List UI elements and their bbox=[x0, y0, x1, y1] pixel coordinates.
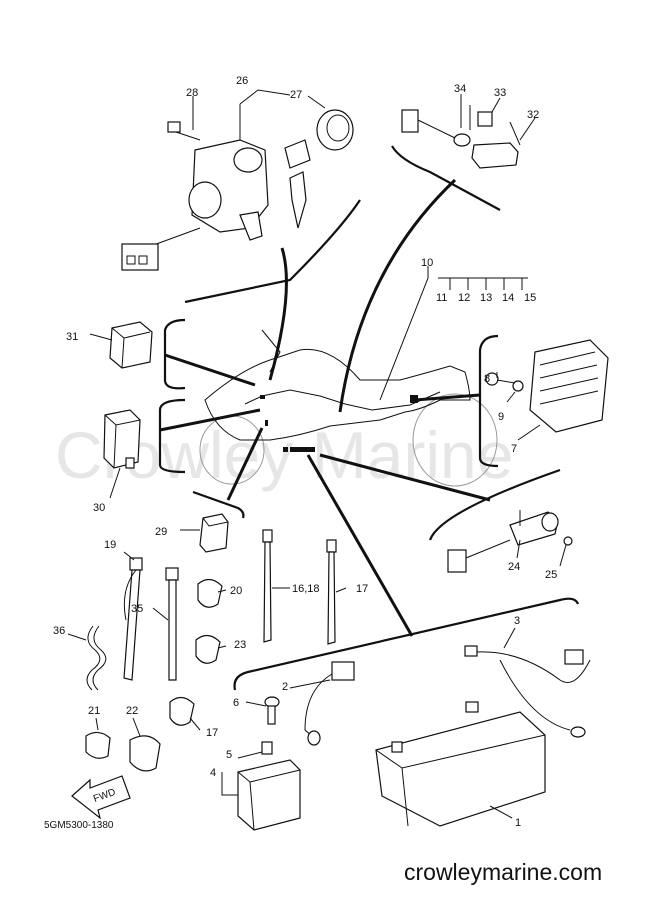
leader-line-29 bbox=[226, 427, 264, 501]
callout-6: 6 bbox=[233, 697, 239, 709]
callout-12: 12 bbox=[458, 292, 470, 304]
band-19 bbox=[123, 557, 143, 681]
callout-28: 28 bbox=[186, 87, 198, 99]
battery bbox=[375, 701, 546, 827]
callout-36: 36 bbox=[53, 625, 65, 637]
section-cut-top-right bbox=[391, 145, 501, 211]
clamp-23 bbox=[195, 634, 221, 664]
callout-13: 13 bbox=[480, 292, 492, 304]
relay-29 bbox=[199, 513, 229, 553]
section-cut-left-lower bbox=[158, 398, 186, 474]
callout-25: 25 bbox=[545, 569, 557, 581]
section-cut-top-left bbox=[184, 199, 361, 304]
leader-line-30 bbox=[159, 408, 261, 432]
callout-27: 27 bbox=[290, 89, 302, 101]
callout-4: 4 bbox=[210, 767, 216, 779]
callout-5: 5 bbox=[226, 749, 232, 761]
leader-line-31 bbox=[164, 353, 256, 387]
cable-tie-16-18 bbox=[262, 529, 273, 643]
callout-32: 32 bbox=[527, 109, 539, 121]
leader-line-relay-right bbox=[338, 178, 457, 413]
callout-2: 2 bbox=[282, 681, 288, 693]
callout-17-upper: 17 bbox=[356, 583, 368, 595]
callout-33: 33 bbox=[494, 87, 506, 99]
callout-lines bbox=[67, 94, 567, 819]
main-switch-assembly bbox=[121, 89, 354, 271]
callout-10: 10 bbox=[421, 257, 433, 269]
callout-1: 1 bbox=[515, 817, 521, 829]
callout-9: 9 bbox=[498, 411, 504, 423]
clamp-17 bbox=[169, 696, 195, 726]
callout-15: 15 bbox=[524, 292, 536, 304]
callout-22: 22 bbox=[126, 705, 138, 717]
callout-26: 26 bbox=[236, 75, 248, 87]
callout-11: 11 bbox=[436, 292, 447, 304]
callout-30: 30 bbox=[93, 502, 105, 514]
sensor-assembly bbox=[447, 510, 573, 573]
diagram-code: 5GM5300-1380 bbox=[44, 820, 114, 831]
callout-35: 35 bbox=[131, 603, 143, 615]
relay-31 bbox=[109, 321, 153, 369]
battery-cable-2 bbox=[304, 661, 355, 746]
fuse-box-assembly bbox=[237, 741, 301, 831]
motorcycle-silhouette bbox=[199, 329, 498, 487]
callout-3: 3 bbox=[514, 615, 520, 627]
callout-labels: 28 26 27 34 33 32 10 11 12 13 14 15 31 8… bbox=[53, 75, 557, 829]
leader-line-battery bbox=[306, 454, 414, 637]
callout-29: 29 bbox=[155, 526, 167, 538]
clip-36 bbox=[86, 625, 107, 691]
callout-8: 8 bbox=[484, 373, 490, 385]
leader-line-switch bbox=[268, 247, 288, 381]
bolt-6 bbox=[264, 696, 280, 725]
callout-20: 20 bbox=[230, 585, 242, 597]
callout-17-lower: 17 bbox=[206, 727, 218, 739]
section-cut-battery bbox=[233, 597, 580, 691]
section-cut-right-lower bbox=[428, 468, 561, 541]
callout-21: 21 bbox=[88, 705, 100, 717]
callout-16-18: 16,18 bbox=[292, 583, 320, 595]
callout-7: 7 bbox=[511, 443, 517, 455]
flasher-relay-30 bbox=[103, 409, 141, 469]
callout-24: 24 bbox=[508, 561, 520, 573]
section-cut-middle bbox=[192, 490, 245, 519]
callout-23: 23 bbox=[234, 639, 246, 651]
band-35 bbox=[165, 567, 179, 681]
website-label: crowleymarine.com bbox=[404, 859, 602, 885]
section-cut-right-mid bbox=[478, 334, 499, 468]
leader-line-rectifier bbox=[414, 393, 481, 402]
callout-34: 34 bbox=[454, 83, 466, 95]
leader-line-lower-right bbox=[319, 453, 491, 502]
clamp-20 bbox=[197, 578, 223, 608]
clamp-22 bbox=[129, 735, 161, 772]
callout-31: 31 bbox=[66, 331, 78, 343]
handlebar-switch-assembly bbox=[401, 105, 521, 169]
callout-19: 19 bbox=[104, 539, 116, 551]
callout-14: 14 bbox=[502, 292, 514, 304]
clamp-21 bbox=[85, 731, 111, 759]
cable-tie-17 bbox=[326, 539, 337, 645]
rectifier-regulator bbox=[485, 339, 609, 433]
section-cut-left-mid bbox=[163, 318, 186, 390]
forward-arrow-icon: FWD bbox=[71, 775, 131, 820]
battery-cable-3 bbox=[464, 645, 591, 738]
